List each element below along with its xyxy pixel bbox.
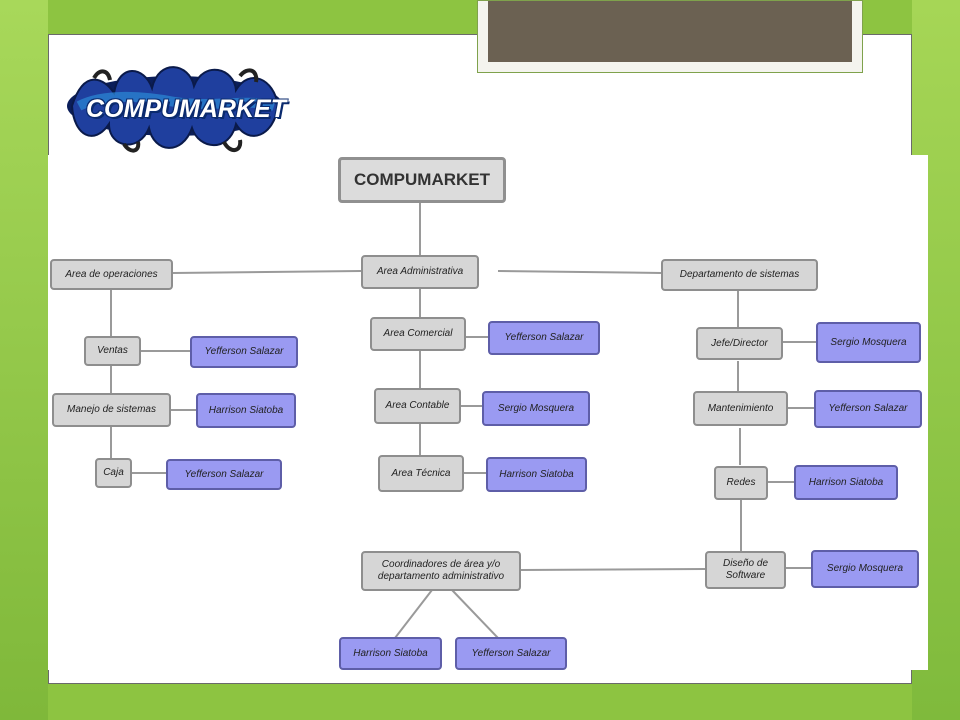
node-ventas-person: Yefferson Salazar [190, 336, 298, 368]
node-area-tecnica: Area Técnica [378, 455, 464, 492]
logo-text: COMPUMARKET [86, 95, 286, 123]
node-manejo-person: Harrison Siatoba [196, 393, 296, 428]
node-coordinadores: Coordinadores de área y/o departamento a… [361, 551, 521, 591]
node-tecnica-person: Harrison Siatoba [486, 457, 587, 492]
org-chart-connectors [110, 203, 816, 639]
node-jefe-director: Jefe/Director [696, 327, 783, 360]
node-redes-person: Harrison Siatoba [794, 465, 898, 500]
node-area-contable: Area Contable [374, 388, 461, 424]
background-band [0, 0, 48, 720]
node-caja: Caja [95, 458, 132, 488]
node-diseno-software: Diseño de Software [705, 551, 786, 589]
node-ventas: Ventas [84, 336, 141, 366]
title-placeholder [488, 1, 852, 62]
node-area-administrativa: Area Administrativa [361, 255, 479, 289]
node-contable-person: Sergio Mosquera [482, 391, 590, 426]
node-mantenimiento-person: Yefferson Salazar [814, 390, 922, 428]
node-comercial-person: Yefferson Salazar [488, 321, 600, 355]
node-redes: Redes [714, 466, 768, 500]
node-caja-person: Yefferson Salazar [166, 459, 282, 490]
node-coord-person-1: Harrison Siatoba [339, 637, 442, 670]
compumarket-logo [64, 58, 286, 158]
logo-graphic [67, 66, 283, 153]
node-departamento-sistemas: Departamento de sistemas [661, 259, 818, 291]
node-compumarket: COMPUMARKET [338, 157, 506, 203]
node-manejo-sistemas: Manejo de sistemas [52, 393, 171, 427]
node-area-operaciones: Area de operaciones [50, 259, 173, 290]
node-diseno-person: Sergio Mosquera [811, 550, 919, 588]
org-chart: COMPUMARKET Area Administrativa Area de … [48, 155, 928, 670]
node-mantenimiento: Mantenimiento [693, 391, 788, 426]
node-jefe-person: Sergio Mosquera [816, 322, 921, 363]
node-coord-person-2: Yefferson Salazar [455, 637, 567, 670]
title-tab [477, 0, 863, 73]
node-area-comercial: Area Comercial [370, 317, 466, 351]
